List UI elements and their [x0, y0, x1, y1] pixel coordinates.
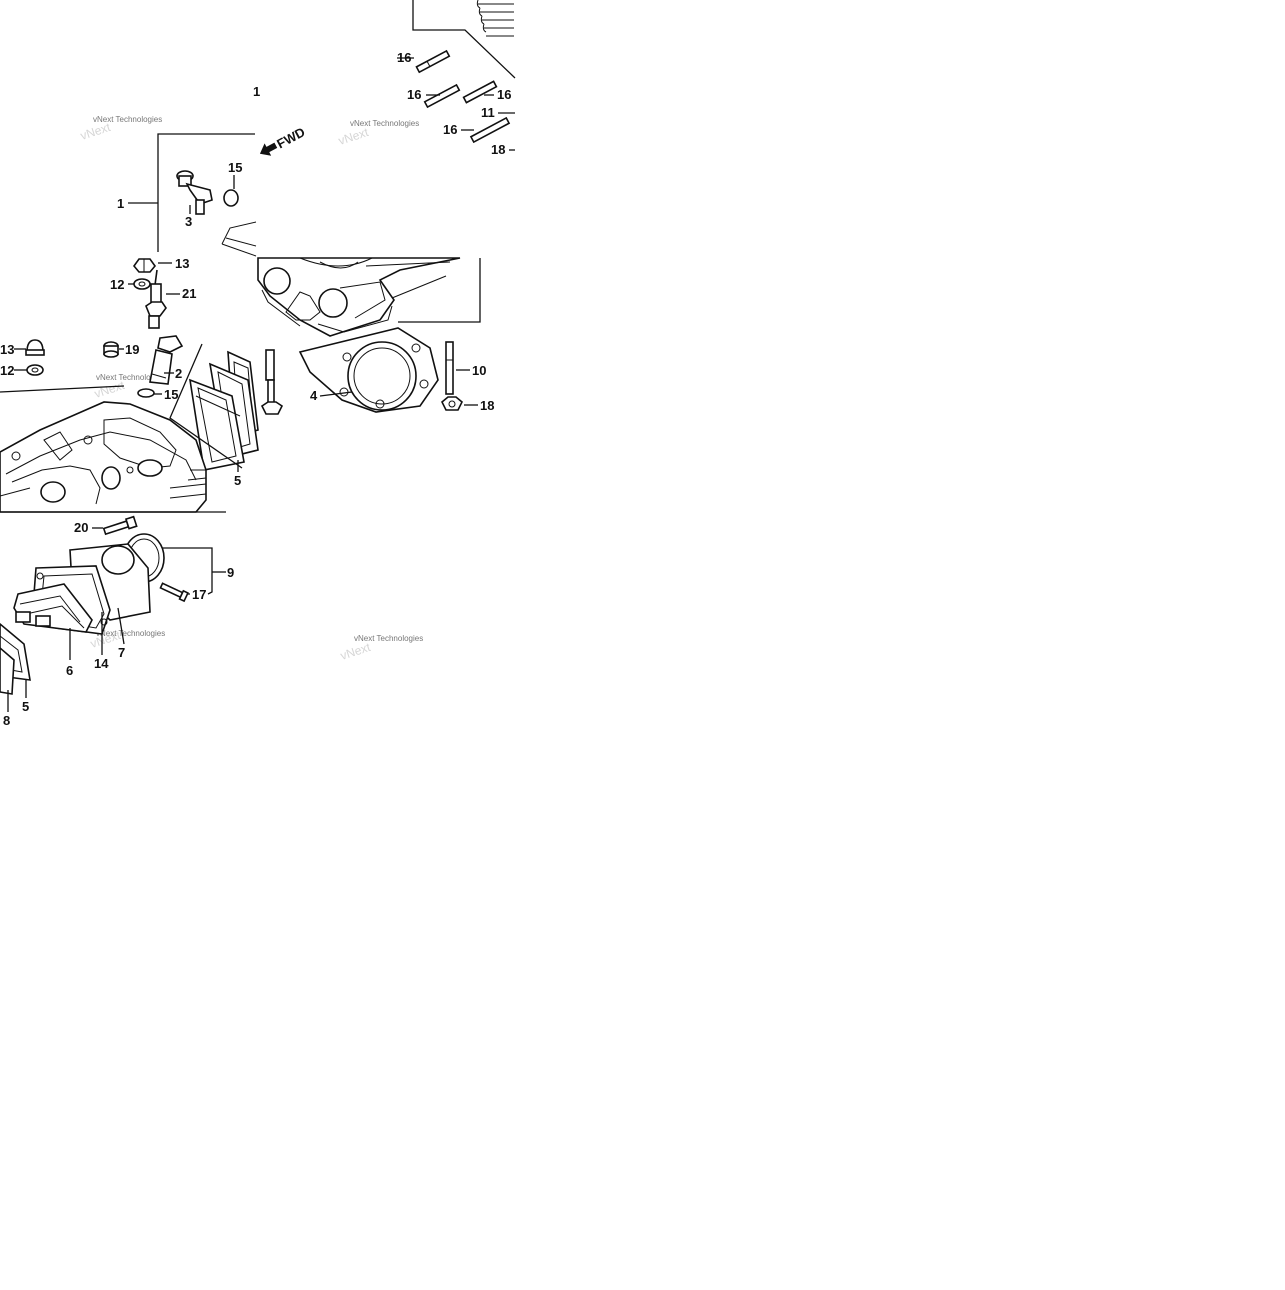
- callout-16: 16: [397, 50, 411, 65]
- screw-17: [159, 582, 189, 603]
- cylinder-top: [412, 0, 516, 79]
- valve-body-2: [149, 335, 184, 385]
- callout-21: 21: [182, 286, 196, 301]
- reed-gaskets: [188, 350, 259, 471]
- fwd-label: FWD: [274, 124, 307, 151]
- callout-20: 20: [74, 520, 88, 535]
- callout-3: 3: [185, 214, 192, 229]
- callout-18: 18: [480, 398, 494, 413]
- head-bolt: [260, 349, 284, 415]
- svg-text:vNext: vNext: [337, 125, 371, 148]
- callout-16: 16: [407, 87, 421, 102]
- intake-gaskets: [0, 622, 31, 695]
- callout-5: 5: [234, 473, 241, 488]
- cap-nut-13: [132, 258, 157, 273]
- watermark-text: vNext Technologies: [96, 629, 165, 638]
- stud-bolt-10: [445, 341, 454, 395]
- callout-15: 15: [228, 160, 242, 175]
- callout-12: 12: [110, 277, 124, 292]
- callout-16: 16: [443, 122, 457, 137]
- callout-16: 16: [497, 87, 511, 102]
- cylinder-gasket: [298, 327, 439, 413]
- o-ring: [223, 189, 239, 207]
- callout-7: 7: [118, 645, 125, 660]
- cylinder-block: [257, 257, 461, 337]
- callout-13: 13: [175, 256, 189, 271]
- fwd-arrow-icon: FWD: [259, 124, 307, 156]
- callout-14: 14: [94, 656, 109, 671]
- callout-1: 1: [117, 196, 124, 211]
- callout-13: 13: [0, 342, 14, 357]
- cylinder-head: [0, 401, 207, 513]
- watermark-text: vNext Technologies: [354, 634, 423, 643]
- valve-part: [176, 170, 213, 215]
- callout-10: 10: [472, 363, 486, 378]
- intake-assembly: [13, 543, 151, 635]
- callout-6: 6: [66, 663, 73, 678]
- o-ring-15: [137, 388, 155, 398]
- callout-4: 4: [310, 388, 318, 403]
- callout-11: 11: [481, 105, 495, 120]
- spark-plug-21: [145, 269, 167, 329]
- callout-15: 15: [164, 387, 178, 402]
- washer-12: [133, 278, 151, 290]
- callout-1: 1: [253, 84, 260, 99]
- watermark-text: vNext Technologies: [350, 119, 419, 128]
- callout-18: 18: [491, 142, 505, 157]
- callout-2: 2: [175, 366, 182, 381]
- callout-9: 9: [227, 565, 234, 580]
- watermark-text: vNext Technologies: [96, 373, 165, 382]
- callout-17: 17: [192, 587, 206, 602]
- svg-text:vNext: vNext: [339, 640, 373, 663]
- bolt-20: [102, 515, 138, 536]
- callout-5: 5: [22, 699, 29, 714]
- nut-18: [441, 396, 463, 411]
- watermark-text: vNext Technologies: [93, 115, 162, 124]
- callout-19: 19: [125, 342, 139, 357]
- cap-19: [103, 341, 119, 358]
- cap-nut-13-left: [25, 339, 45, 356]
- callout-12: 12: [0, 363, 14, 378]
- stud-bolts: [415, 49, 511, 144]
- callout-8: 8: [3, 713, 10, 728]
- washer-12-left: [26, 364, 44, 376]
- cylinder-body: [221, 221, 257, 257]
